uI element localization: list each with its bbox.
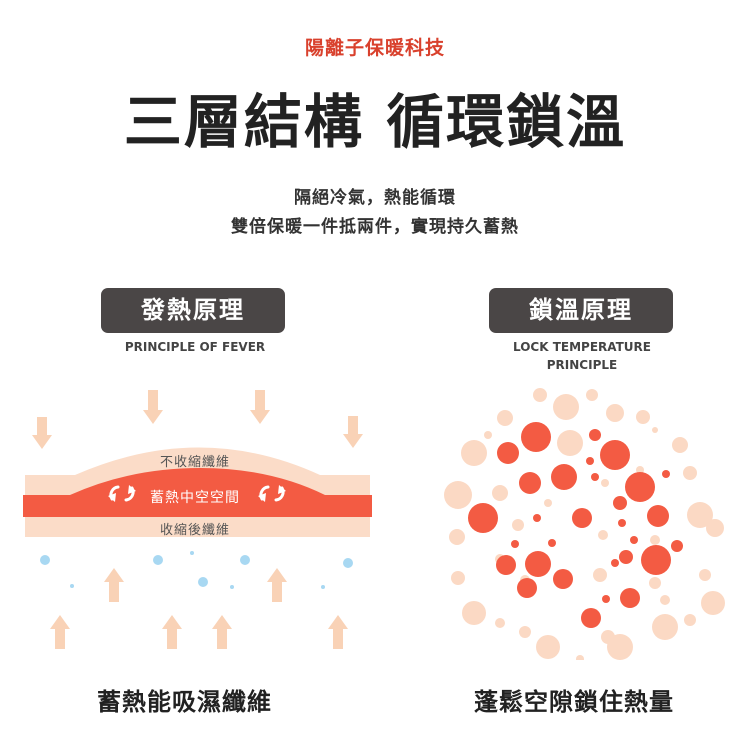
heat-lock-dot-graphic — [440, 375, 730, 663]
water-droplet-icon — [40, 551, 353, 589]
arrow-up-icon — [50, 568, 348, 649]
right-caption: 蓬鬆空隙鎖住熱量 — [474, 688, 674, 716]
fever-principle-english: PRINCIPLE OF FEVER — [124, 340, 266, 354]
lock-temperature-english-line1: LOCK TEMPERATURE — [513, 340, 651, 354]
fabric-layer-graphic — [23, 390, 372, 649]
subtitle-line-1: 隔絕冷氣，熱能循環 — [294, 188, 456, 208]
heat-dots-illustration — [444, 388, 725, 663]
fever-principle-badge: 發熱原理 — [101, 288, 285, 333]
lock-temperature-english-line2: PRINCIPLE — [546, 358, 618, 372]
layer-label-middle: 蓄熱中空空間 — [150, 490, 240, 506]
left-caption: 蓄熱能吸濕纖維 — [97, 688, 272, 716]
cycle-arrows-icon — [108, 485, 286, 502]
brand-title: 陽離子保暖科技 — [304, 37, 445, 59]
layer-label-bottom: 收縮後纖維 — [160, 523, 231, 538]
fabric-layer-diagram: 不收縮纖維 蓄熱中空空間 收縮後纖維 — [20, 380, 380, 660]
page-headline: 三層結構 循環鎖溫 — [123, 88, 627, 156]
arrow-down-icon — [32, 390, 363, 449]
layer-label-top: 不收縮纖維 — [160, 455, 231, 470]
subtitle-line-2: 雙倍保暖一件抵兩件，實現持久蓄熱 — [231, 217, 519, 237]
lock-temperature-english: LOCK TEMPERATURE PRINCIPLE — [446, 338, 718, 374]
lock-temperature-badge: 鎖溫原理 — [489, 288, 673, 333]
